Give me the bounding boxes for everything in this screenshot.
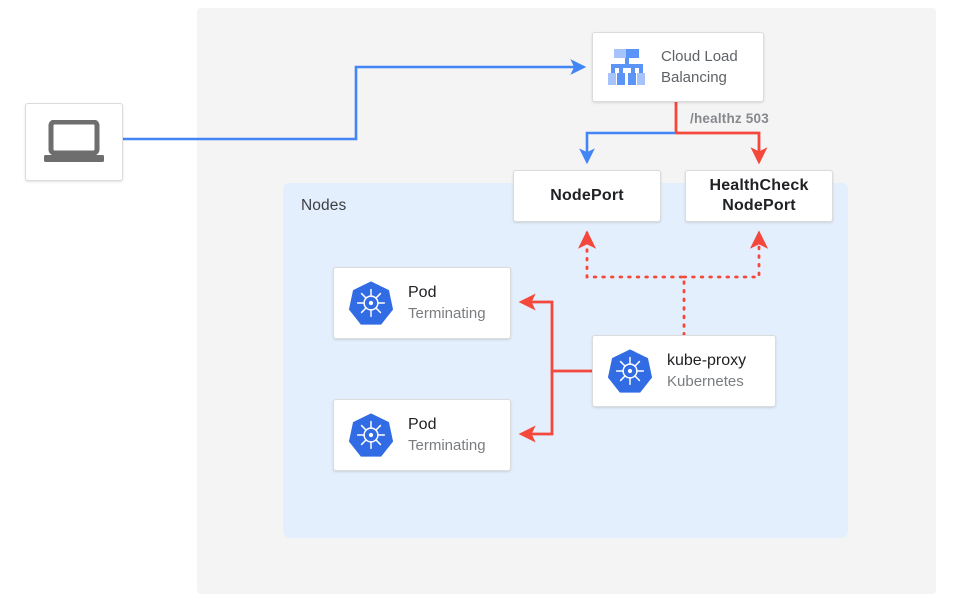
pod-2-status: Terminating [408, 437, 486, 454]
healthcheck-nodeport-line2: NodePort [722, 197, 796, 214]
pod-2-title: Pod [408, 416, 437, 433]
healthcheck-nodeport-node[interactable]: HealthCheck NodePort [685, 170, 833, 222]
kube-proxy-title: kube-proxy [667, 352, 747, 369]
laptop-icon [44, 120, 104, 162]
nodes-region-label: Nodes [301, 197, 347, 214]
cloud-load-balancing-label: Cloud Load Balancing [661, 46, 738, 88]
healthz-edge-label: /healthz 503 [690, 111, 769, 126]
kube-proxy-node[interactable]: kube-proxy Kubernetes [592, 335, 776, 407]
kube-proxy-text: kube-proxy Kubernetes [667, 350, 746, 392]
client-node[interactable] [25, 103, 123, 181]
pod-1-status: Terminating [408, 305, 486, 322]
cloud-load-balancing-icon [608, 49, 645, 85]
pod-1-text: Pod Terminating [408, 282, 486, 324]
pod-2-text: Pod Terminating [408, 414, 486, 456]
healthcheck-nodeport-label: HealthCheck NodePort [709, 176, 808, 216]
healthcheck-nodeport-line1: HealthCheck [709, 177, 809, 194]
cloud-load-balancing-line1: Cloud Load [661, 48, 738, 65]
pod-1-title: Pod [408, 284, 437, 301]
nodeport-label: NodePort [550, 187, 624, 204]
pod-node-2[interactable]: Pod Terminating [333, 399, 511, 471]
kube-proxy-subtitle: Kubernetes [667, 373, 744, 390]
nodeport-node[interactable]: NodePort [513, 170, 661, 222]
kubernetes-icon [348, 413, 394, 457]
cloud-load-balancing-line2: Balancing [661, 69, 727, 86]
kubernetes-icon [607, 349, 653, 393]
pod-node-1[interactable]: Pod Terminating [333, 267, 511, 339]
kubernetes-icon [348, 281, 394, 325]
cloud-load-balancing-node[interactable]: Cloud Load Balancing [592, 32, 764, 102]
